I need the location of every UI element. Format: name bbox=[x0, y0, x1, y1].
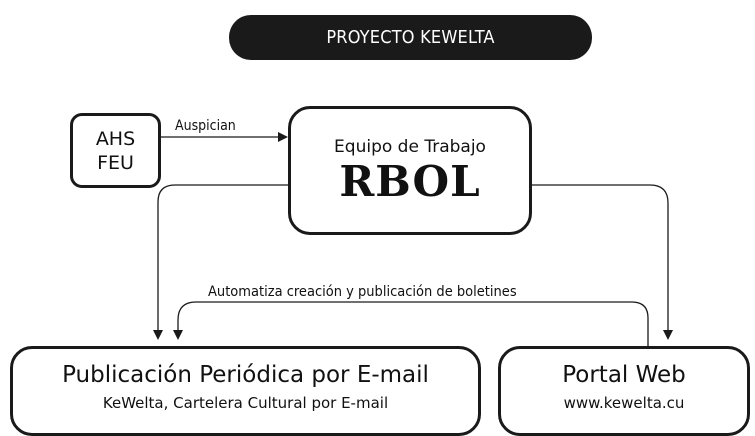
team-box: Equipo de Trabajo RBOL bbox=[288, 106, 532, 235]
team-subtitle: Equipo de Trabajo bbox=[334, 136, 486, 157]
sponsor-feu: FEU bbox=[97, 151, 134, 174]
team-name: RBOL bbox=[339, 156, 481, 206]
team-to-publication-arrow bbox=[153, 184, 288, 340]
portal-title: Portal Web bbox=[562, 362, 686, 388]
portal-box: Portal Web www.kewelta.cu bbox=[498, 346, 750, 436]
project-banner: PROYECTO KEWELTA bbox=[229, 15, 592, 60]
publication-subtitle: KeWelta, Cartelera Cultural por E-mail bbox=[102, 394, 389, 412]
team-to-portal-arrow bbox=[532, 184, 673, 340]
publication-title: Publicación Periódica por E-mail bbox=[62, 362, 429, 388]
project-title: PROYECTO KEWELTA bbox=[326, 27, 495, 48]
sponsor-ahs: AHS bbox=[95, 127, 136, 150]
sponsor-edge-label: Auspician bbox=[175, 118, 236, 134]
automation-edge-label: Automatiza creación y publicación de bol… bbox=[208, 284, 517, 300]
publication-box: Publicación Periódica por E-mail KeWelta… bbox=[10, 346, 481, 436]
sponsors-box: AHS FEU bbox=[70, 113, 161, 188]
portal-subtitle: www.kewelta.cu bbox=[563, 394, 685, 412]
automation-loop-arrow bbox=[173, 301, 649, 346]
